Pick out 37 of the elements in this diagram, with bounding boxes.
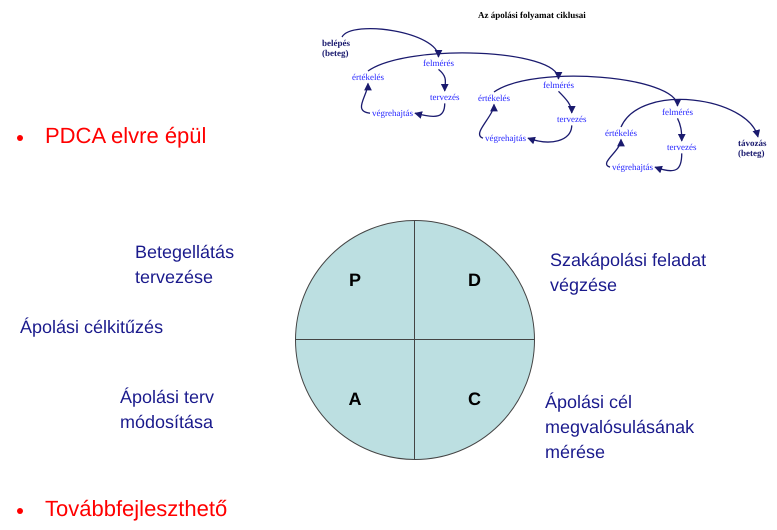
step-label: végrehajtás	[612, 162, 653, 172]
step-label: felmérés	[662, 107, 693, 118]
step-label: értékelés	[478, 93, 510, 104]
arrow	[438, 68, 449, 92]
bullet-point: PDCA elvre épül	[45, 122, 208, 150]
arrow	[527, 125, 572, 144]
diagram-title: Az ápolási folyamat ciklusai	[478, 9, 586, 22]
quadrant-letter: C	[468, 388, 481, 411]
phase-label: Szakápolási feladat végzése	[550, 249, 708, 298]
arrow	[342, 28, 440, 58]
step-label: értékelés	[352, 72, 384, 82]
phase-label: Ápolási célkitűzés	[20, 316, 164, 339]
step-label: tervezés	[667, 142, 696, 152]
step-label: tervezés	[430, 92, 460, 102]
quadrant-letter: A	[348, 388, 362, 411]
arrow	[414, 103, 446, 119]
arrow	[620, 98, 759, 138]
bullet-point: Továbbfejleszthető	[45, 495, 228, 522]
quadrant-letter: D	[468, 268, 481, 292]
quadrant	[296, 221, 415, 340]
arrow	[558, 90, 576, 114]
arrow	[494, 76, 678, 107]
step-label: értékelés	[605, 128, 637, 138]
phase-label: Betegellátás tervezése	[135, 241, 236, 290]
arrow	[368, 52, 560, 80]
endpoint-label: belépés (beteg)	[322, 38, 362, 59]
arrow	[676, 118, 686, 142]
step-label: tervezés	[557, 114, 586, 124]
quadrant-letter: P	[348, 268, 361, 292]
step-label: felmérés	[423, 58, 454, 68]
phase-label: Ápolási cél megvalósulásának mérése	[545, 391, 696, 464]
step-label: végrehajtás	[485, 133, 526, 144]
step-label: végrehajtás	[372, 108, 413, 118]
phase-label: Ápolási terv módosítása	[120, 386, 216, 434]
step-label: felmérés	[543, 80, 574, 90]
endpoint-label: távozás (beteg)	[738, 138, 777, 159]
arrow	[654, 153, 682, 174]
